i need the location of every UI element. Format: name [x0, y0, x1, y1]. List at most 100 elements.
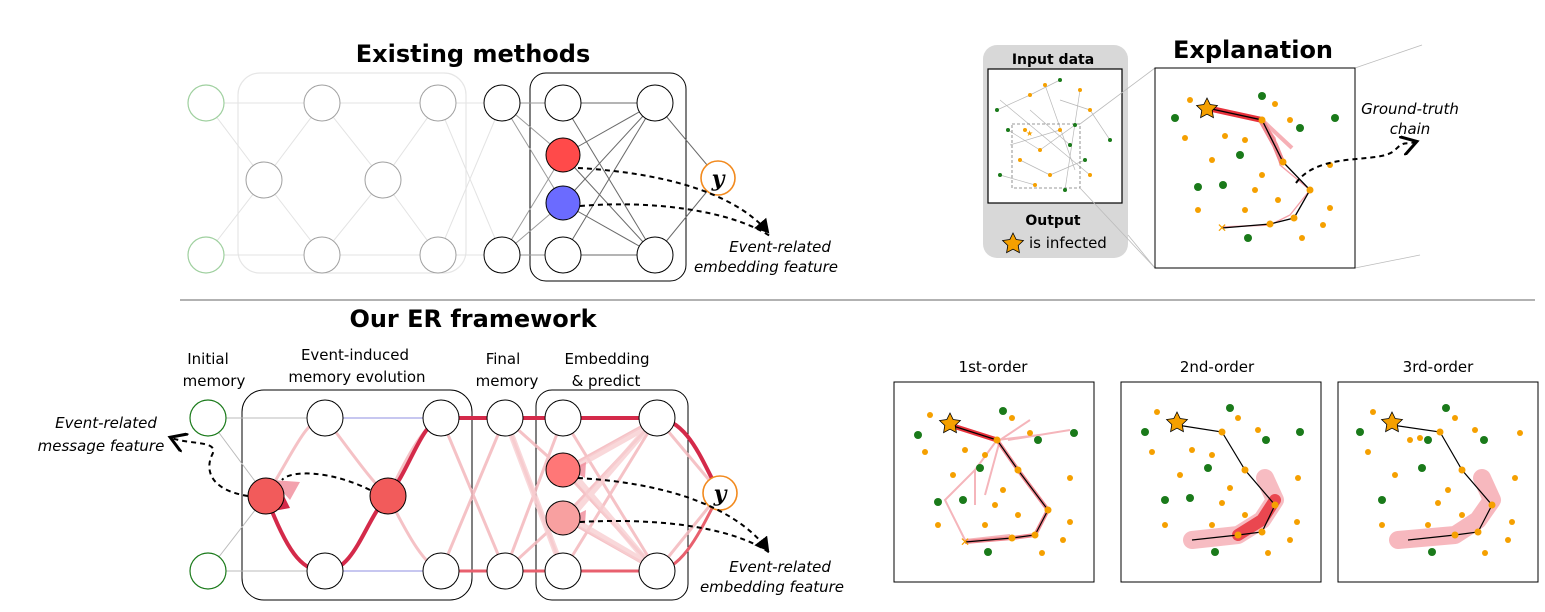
existing-methods-panel: Existing methods: [187, 40, 838, 282]
er-framework-panel: Our ER framework Initial memory Event-in…: [38, 305, 844, 601]
initial-memory-node: [189, 399, 227, 437]
blue-faded-edges: [325, 417, 441, 572]
embedding-node: [544, 552, 582, 590]
embedding-node: [638, 399, 676, 437]
stage3-line1: Final: [486, 350, 521, 368]
explanation-graph-frame: [1154, 67, 1356, 269]
memory-node: [303, 236, 341, 274]
embedding-note-line2: embedding feature: [700, 578, 844, 596]
embedding-arrow: [577, 477, 770, 552]
ground-truth-arrow: [1295, 142, 1415, 184]
order-3-nodes: [1356, 404, 1523, 556]
order-1-nodes: [914, 407, 1078, 556]
memory-node: [364, 161, 402, 199]
stage4-line2: & predict: [572, 372, 641, 390]
embedding-note-line2: embedding feature: [694, 258, 838, 276]
initial-memory-node: [187, 84, 225, 122]
faded-memory-box: [237, 72, 467, 274]
stage1-line1: Initial: [187, 350, 229, 368]
blue-embedding-node: [545, 185, 581, 221]
order-frame-3: [1337, 381, 1539, 583]
embedding-node: [636, 236, 674, 274]
embedding-node: [544, 399, 582, 437]
zoom-line: [1354, 254, 1421, 269]
cross-icon: ✕: [960, 535, 970, 549]
stage4-line1: Embedding: [564, 350, 649, 368]
dashed-arrow: [577, 167, 770, 234]
initial-memory-node: [189, 552, 227, 590]
red-embedding-node: [545, 137, 581, 173]
embedding-node: [545, 452, 581, 488]
message-note-line2: message feature: [38, 437, 165, 455]
embedding-node: [636, 84, 674, 122]
y-symbol: y: [713, 481, 729, 507]
final-memory-node: [483, 84, 521, 122]
red-main-path: [264, 416, 722, 574]
input-data-label: Input data: [1012, 52, 1094, 68]
event-node: [247, 477, 285, 515]
explanation-star-icon: [1195, 97, 1219, 119]
infected-text: is infected: [1029, 234, 1107, 252]
cross-icon: ✕: [1217, 221, 1227, 235]
existing-methods-title: Existing methods: [356, 40, 591, 68]
zoom-line: [1127, 234, 1156, 269]
explanation-title: Explanation: [1173, 36, 1333, 64]
memory-node: [245, 161, 283, 199]
framework-title: Our ER framework: [349, 305, 597, 333]
memory-node: [422, 552, 460, 590]
star-icon: [938, 412, 962, 434]
order-frame-2: [1120, 381, 1322, 583]
order-label-2: 2nd-order: [1180, 358, 1255, 376]
stage2-line1: Event-induced: [301, 346, 409, 364]
prediction-node: [700, 160, 736, 196]
zoom-line: [1354, 44, 1423, 69]
ground-truth-line2: chain: [1390, 120, 1431, 138]
stage1-line2: memory: [183, 372, 246, 390]
framework-nodes: [189, 399, 738, 590]
input-graph-frame: [987, 68, 1123, 204]
stage2-line2: memory evolution: [288, 368, 425, 386]
event-node: [369, 477, 407, 515]
final-memory-node: [486, 399, 524, 437]
order-panels: 1st-order 2nd-order 3rd-order: [893, 358, 1539, 583]
star-icon: [1165, 411, 1189, 433]
embedding-note-line1: Event-related: [729, 558, 831, 576]
zoom-region: [1011, 123, 1081, 189]
input-graph-edges: [996, 79, 1111, 191]
explanation-panel: Explanation Input data ★ O: [983, 36, 1459, 269]
infected-star-icon: [1001, 232, 1025, 254]
zoom-line: [1079, 67, 1156, 125]
memory-node: [303, 84, 341, 122]
explanation-nodes: [1171, 92, 1339, 242]
order-2-nodes: [1141, 404, 1304, 556]
memory-node: [306, 399, 344, 437]
embedding-node: [638, 552, 676, 590]
order-frame-1: [893, 381, 1095, 583]
pink-wide-edges: [502, 416, 653, 573]
input-graph-nodes: [995, 78, 1112, 192]
y-symbol: y: [711, 166, 727, 192]
embedding-note-line1: Event-related: [729, 238, 831, 256]
zoom-line: [1079, 187, 1156, 269]
memory-node: [422, 399, 460, 437]
embedding-box: [529, 72, 687, 282]
memory-node: [306, 552, 344, 590]
output-label: Output: [1025, 213, 1081, 229]
existing-nodes: [187, 84, 736, 274]
embedding-edges: [562, 102, 719, 256]
star-icon: [1380, 411, 1404, 433]
embedding-node: [545, 500, 581, 536]
message-note-line1: Event-related: [55, 414, 157, 432]
final-edges: [501, 102, 564, 256]
order-label-3: 3rd-order: [1403, 358, 1474, 376]
order-label-1: 1st-order: [959, 358, 1029, 376]
message-arrow: [172, 438, 249, 497]
memory-node: [419, 84, 457, 122]
message-arrow: [281, 472, 371, 491]
small-star-icon: ★: [1026, 129, 1033, 138]
final-memory-node: [483, 236, 521, 274]
memory-node: [419, 236, 457, 274]
final-memory-node: [486, 552, 524, 590]
initial-memory-node: [187, 236, 225, 274]
